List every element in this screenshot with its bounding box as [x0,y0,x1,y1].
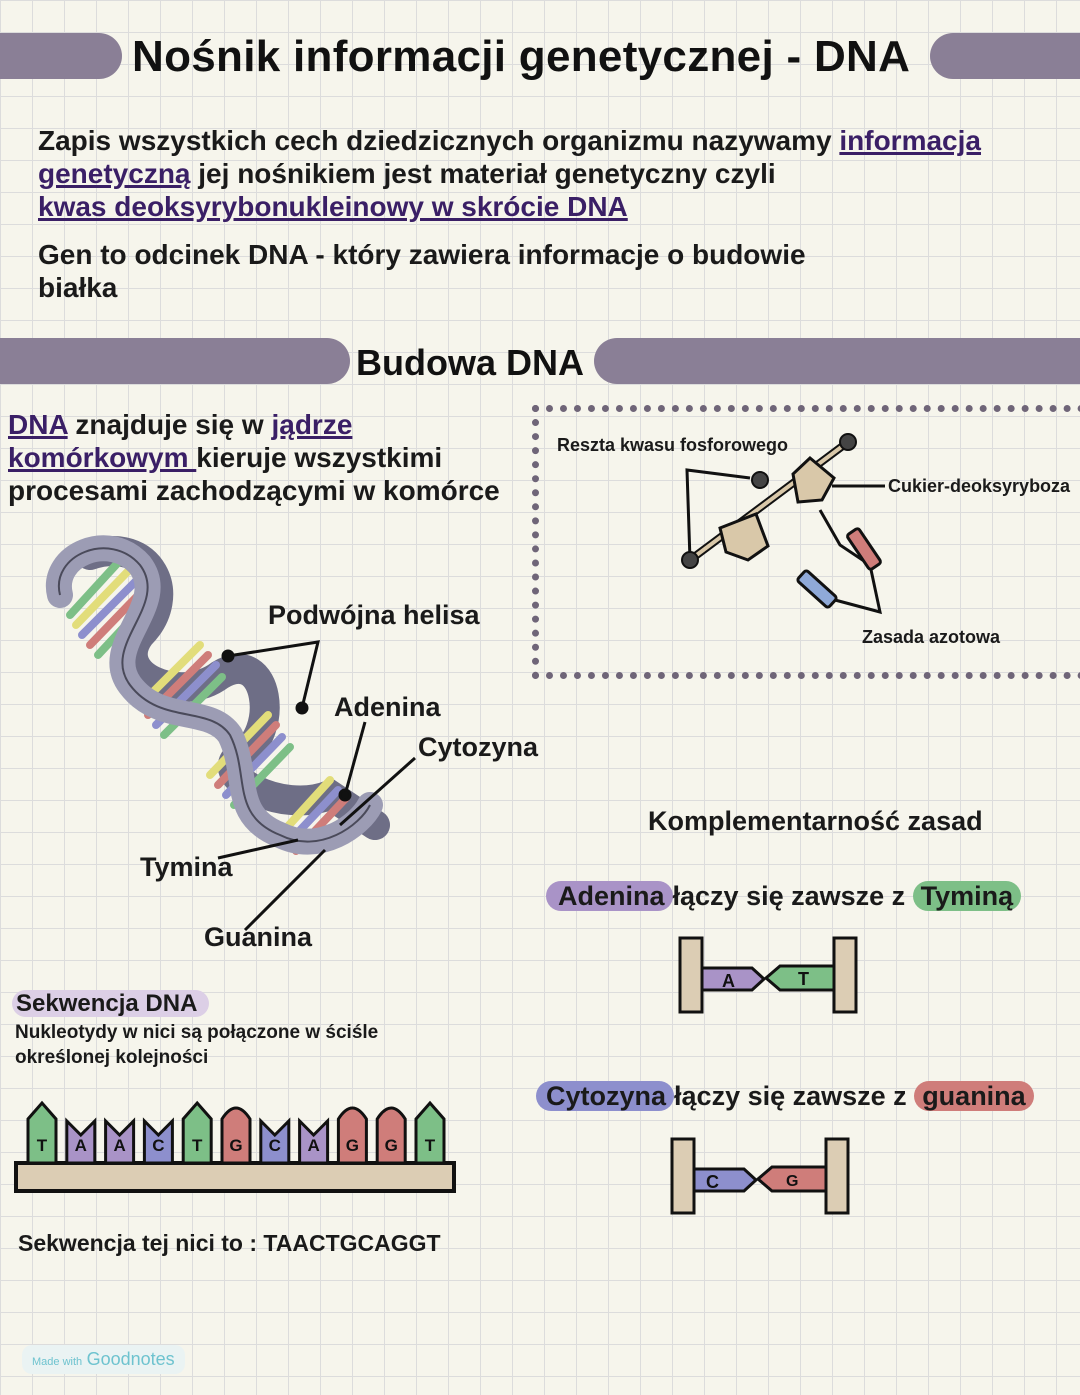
label-phosphate: Reszta kwasu fosforowego [557,435,789,455]
complementarity-title: Komplementarność zasad [648,806,983,836]
intro-line-3: kwas deoksyrybonukleinowy w skrócie DNA [38,190,1038,223]
link-informacja: informacja [839,125,981,156]
watermark-made: Made with [32,1356,83,1368]
label-thymine: Tymina [140,852,233,882]
location-text-1: znajduje się w [67,409,272,440]
location-line-2: komórkowym kieruje wszystkimi [8,441,528,474]
nucleotide-box [532,405,1080,679]
sequence-desc-line-2: określonej kolejności [15,1047,209,1068]
link-genetyczna: genetyczną [38,158,191,189]
pair-letter-g: G [786,1173,798,1190]
dna-location-text: DNA znajduje się w jądrze komórkowym kie… [8,408,528,507]
link-dna-full-name: kwas deoksyrybonukleinowy w skrócie DNA [38,191,628,222]
strand-base-letter: T [425,1136,436,1155]
strand-base-1: T [26,1100,58,1165]
link-jadrze: jądrze [271,409,353,440]
intro-line-2: genetyczną jej nośnikiem jest materiał g… [38,157,1038,190]
strand-base-11: T [414,1100,446,1165]
page-title: Nośnik informacji genetycznej - DNA [132,32,911,81]
section-bar-left [0,338,350,384]
double-helix-illustration [45,535,390,855]
label-double-helix: Podwójna helisa [268,600,480,630]
header-bar-right [930,33,1080,79]
strand-base-3: A [104,1117,136,1165]
intro-paragraph-1: Zapis wszystkich cech dziedzicznych orga… [38,124,1038,223]
label-adenine: Adenina [334,692,441,722]
section-title: Budowa DNA [356,342,584,383]
intro-paragraph-2: Gen to odcinek DNA - który zawiera infor… [38,239,806,303]
sequence-description: Nukleotydy w nici są połączone w ściśle … [15,1020,378,1070]
strand-base-4: C [142,1117,174,1165]
cytosine-pill: Cytozyna [536,1081,675,1111]
strand-base-9: G [336,1106,368,1165]
strand-base-letter: A [75,1136,87,1155]
adenine-pill: Adenina [546,881,673,911]
strand-base-letter: A [113,1136,125,1155]
goodnotes-watermark: Made with Goodnotes [22,1345,185,1374]
location-text-2: kieruje wszystkimi [196,442,443,473]
intro-text-b: jej nośnikiem jest materiał genetyczny c… [190,158,776,189]
location-line-1: DNA znajduje się w jądrze [8,408,528,441]
strand-base-2: A [65,1117,97,1165]
strand-backbone [14,1161,456,1193]
section-bar-right [594,338,1080,384]
thymine-pill: Tyminą [912,881,1022,911]
sequence-answer: Sekwencja tej nici to : TAACTGCAGGT [18,1230,441,1256]
strand-base-10: G [375,1106,407,1165]
rule2-text: łączy się zawsze z [674,1081,907,1111]
header-bar-left [0,33,122,79]
pair-letter-t: T [798,969,809,989]
label-guanine: Guanina [204,922,313,952]
strand-base-7: C [259,1117,291,1165]
helix-front-strand [45,535,383,855]
strand-base-8: A [298,1117,330,1165]
strand-base-letter: G [229,1136,242,1155]
sequence-desc-line-1: Nukleotydy w nici są połączone w ściśle [15,1022,379,1043]
label-sugar: Cukier-deoksyryboza [888,476,1071,496]
link-dna: DNA [8,409,68,440]
strand-base-letter: A [307,1136,319,1155]
pair-letter-a: A [722,971,735,991]
intro-text-a: Zapis wszystkich cech dziedzicznych orga… [38,125,840,156]
strand-base-6: G [220,1106,252,1165]
strand-base-letter: G [385,1136,398,1155]
pairing-at-diagram: A T [678,936,858,1014]
rule1-text: łączy się zawsze z [672,881,906,911]
strand-base-5: T [181,1100,213,1165]
pairing-cg-diagram: C G [670,1137,850,1215]
strand-base-letter: T [192,1136,203,1155]
label-cytosine: Cytozyna [418,732,539,762]
sequence-title: Sekwencja DNA [12,990,210,1018]
intro-line-1: Zapis wszystkich cech dziedzicznych orga… [38,124,1038,157]
location-line-3: procesami zachodzącymi w komórce [8,475,500,506]
strand-base-letter: C [269,1136,281,1155]
link-komorkowym: komórkowym [8,442,197,473]
label-base: Zasada azotowa [862,627,1001,647]
pair-letter-c: C [706,1172,719,1192]
strand-base-letter: T [37,1136,48,1155]
guanine-pill: guanina [914,1081,1034,1111]
strand-base-letter: G [346,1136,359,1155]
sequence-title-pill: Sekwencja DNA [12,990,210,1017]
nucleotide-diagram [681,433,885,615]
watermark-brand: Goodnotes [86,1349,175,1369]
strand-base-letter: C [152,1136,164,1155]
